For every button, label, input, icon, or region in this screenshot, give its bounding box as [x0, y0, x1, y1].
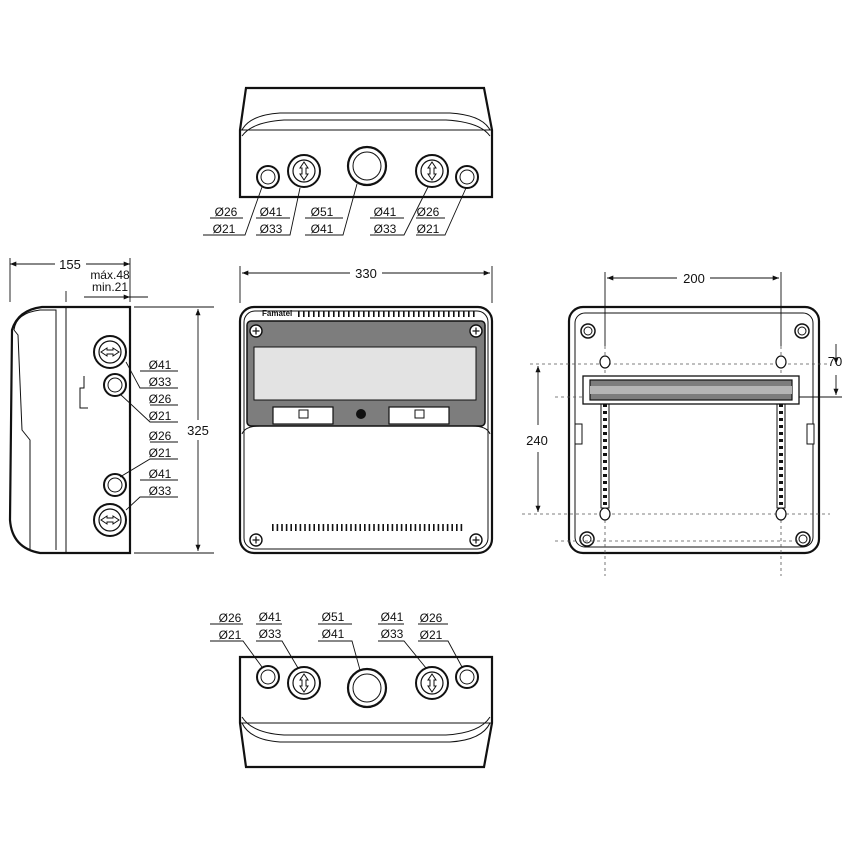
knockout-label: Ø33 [149, 484, 172, 498]
knockout-label: Ø21 [149, 446, 172, 460]
width-dimension: 330 [355, 266, 377, 281]
knockout-label: Ø26 [215, 205, 238, 219]
height-dimension: 325 [187, 423, 209, 438]
knockout-label: Ø41 [374, 205, 397, 219]
knockout-label: Ø33 [149, 375, 172, 389]
fixing-slot [775, 355, 787, 369]
max-mount-label: máx.48 [90, 268, 130, 282]
front-view: Famatel 330 [238, 266, 494, 555]
small-knockout [455, 165, 479, 189]
screw-icon [249, 324, 263, 338]
mounting-hole [580, 323, 596, 339]
knockout-label: Ø21 [213, 222, 236, 236]
knockout-label: Ø21 [149, 409, 172, 423]
knockout-label: Ø51 [322, 610, 345, 624]
knockout-label: Ø21 [417, 222, 440, 236]
large-knockout [346, 667, 388, 709]
small-knockout [455, 665, 479, 689]
medium-knockout [93, 335, 127, 369]
side-view: Ø41 Ø33 Ø26 Ø21 Ø26 Ø21 Ø41 Ø33 155 máx.… [8, 257, 214, 555]
rail-offset-dimension: 70 [828, 354, 842, 369]
hole-spacing-v-dimension: 240 [526, 433, 548, 448]
top-view: Ø26 Ø21 Ø41 Ø33 Ø51 Ø41 Ø41 Ø33 Ø26 Ø21 [203, 86, 494, 236]
knockout-label: Ø26 [149, 392, 172, 406]
knockout-label: Ø41 [149, 467, 172, 481]
fixing-slot [599, 507, 611, 521]
min-mount-label: min.21 [92, 280, 128, 294]
knockout-label: Ø33 [260, 222, 283, 236]
latch-icon [388, 406, 450, 425]
small-knockout [103, 473, 127, 497]
mounting-hole [794, 323, 810, 339]
knockout-label: Ø26 [420, 611, 443, 625]
knockout-label: Ø26 [417, 205, 440, 219]
medium-knockout [415, 666, 449, 700]
back-view: 200 240 70 [522, 271, 842, 576]
mounting-hole [795, 531, 811, 547]
knockout-label: Ø41 [149, 358, 172, 372]
screw-icon [249, 533, 263, 547]
brand-label: Famatel [262, 309, 292, 318]
hole-spacing-h-dimension: 200 [683, 271, 705, 286]
knockout-label: Ø41 [322, 627, 345, 641]
knockout-label: Ø21 [219, 628, 242, 642]
medium-knockout [415, 154, 449, 188]
large-knockout [346, 145, 388, 187]
lock-icon [356, 409, 366, 419]
fixing-slot [775, 507, 787, 521]
knockout-label: Ø41 [260, 205, 283, 219]
knockout-label: Ø33 [381, 627, 404, 641]
screw-icon [469, 533, 483, 547]
medium-knockout [287, 666, 321, 700]
knockout-label: Ø41 [311, 222, 334, 236]
latch-icon [272, 406, 334, 425]
ventilation-slots [298, 311, 475, 317]
knockout-label: Ø33 [259, 627, 282, 641]
knockout-label: Ø26 [149, 429, 172, 443]
knockout-label: Ø26 [219, 611, 242, 625]
small-knockout [256, 165, 280, 189]
depth-dimension: 155 [59, 257, 81, 272]
mounting-hole [579, 531, 595, 547]
bottom-view: Ø26 Ø21 Ø41 Ø33 Ø51 Ø41 Ø41 Ø33 Ø26 Ø21 [210, 610, 494, 769]
knockout-label: Ø41 [259, 610, 282, 624]
small-knockout [256, 665, 280, 689]
knockout-label: Ø41 [381, 610, 404, 624]
knockout-label: Ø21 [420, 628, 443, 642]
knockout-label: Ø51 [311, 205, 334, 219]
ventilation-slots [272, 524, 463, 531]
screw-icon [469, 324, 483, 338]
medium-knockout [93, 503, 127, 537]
din-rail [582, 375, 800, 405]
small-knockout [103, 373, 127, 397]
medium-knockout [287, 154, 321, 188]
fixing-slot [599, 355, 611, 369]
knockout-label: Ø33 [374, 222, 397, 236]
